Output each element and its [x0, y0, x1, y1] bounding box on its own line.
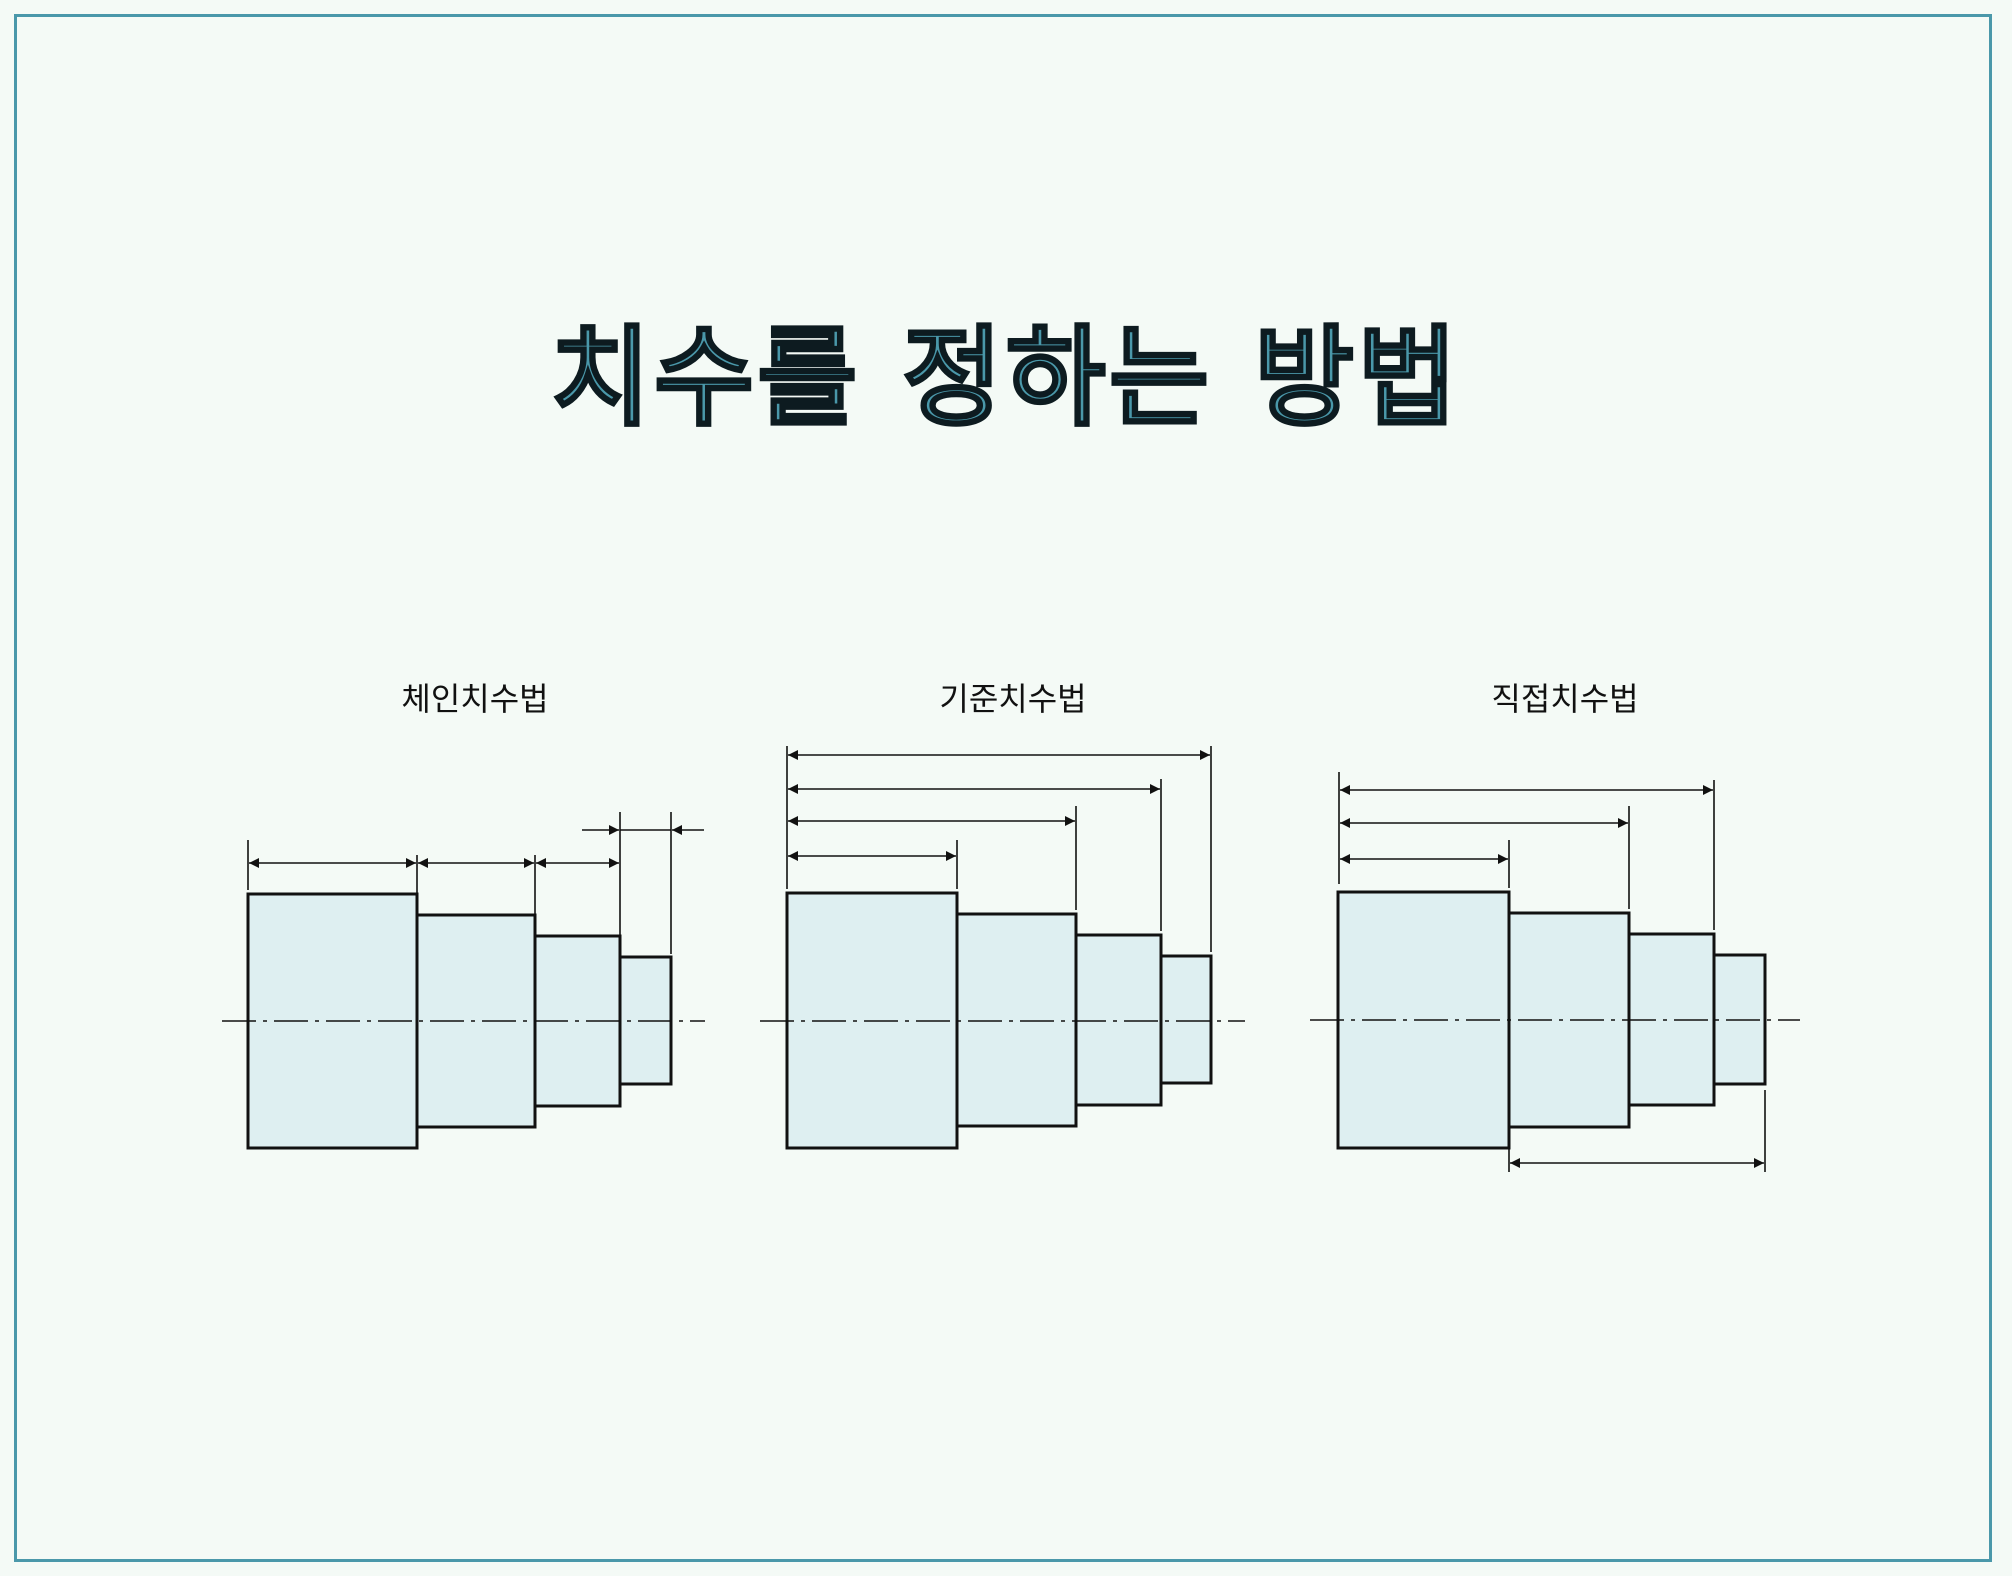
- shaft-step-2: [955, 912, 1078, 1128]
- diagram-label-baseline: 기준치수법: [939, 680, 1086, 718]
- shaft-step-4: [1159, 954, 1213, 1085]
- diagram-label-direct: 직접치수법: [1491, 680, 1638, 718]
- diagram-direct-dimensioning: 직접치수법: [1310, 680, 1800, 1172]
- diagram-chain-dimensioning: 체인치수법: [222, 680, 705, 1150]
- page-title: 치수를 정하는 방법: [549, 316, 1462, 441]
- diagram-label-chain: 체인치수법: [401, 680, 548, 718]
- shaft-step-3: [1074, 933, 1163, 1107]
- diagram-baseline-dimensioning: 기준치수법: [760, 680, 1245, 1150]
